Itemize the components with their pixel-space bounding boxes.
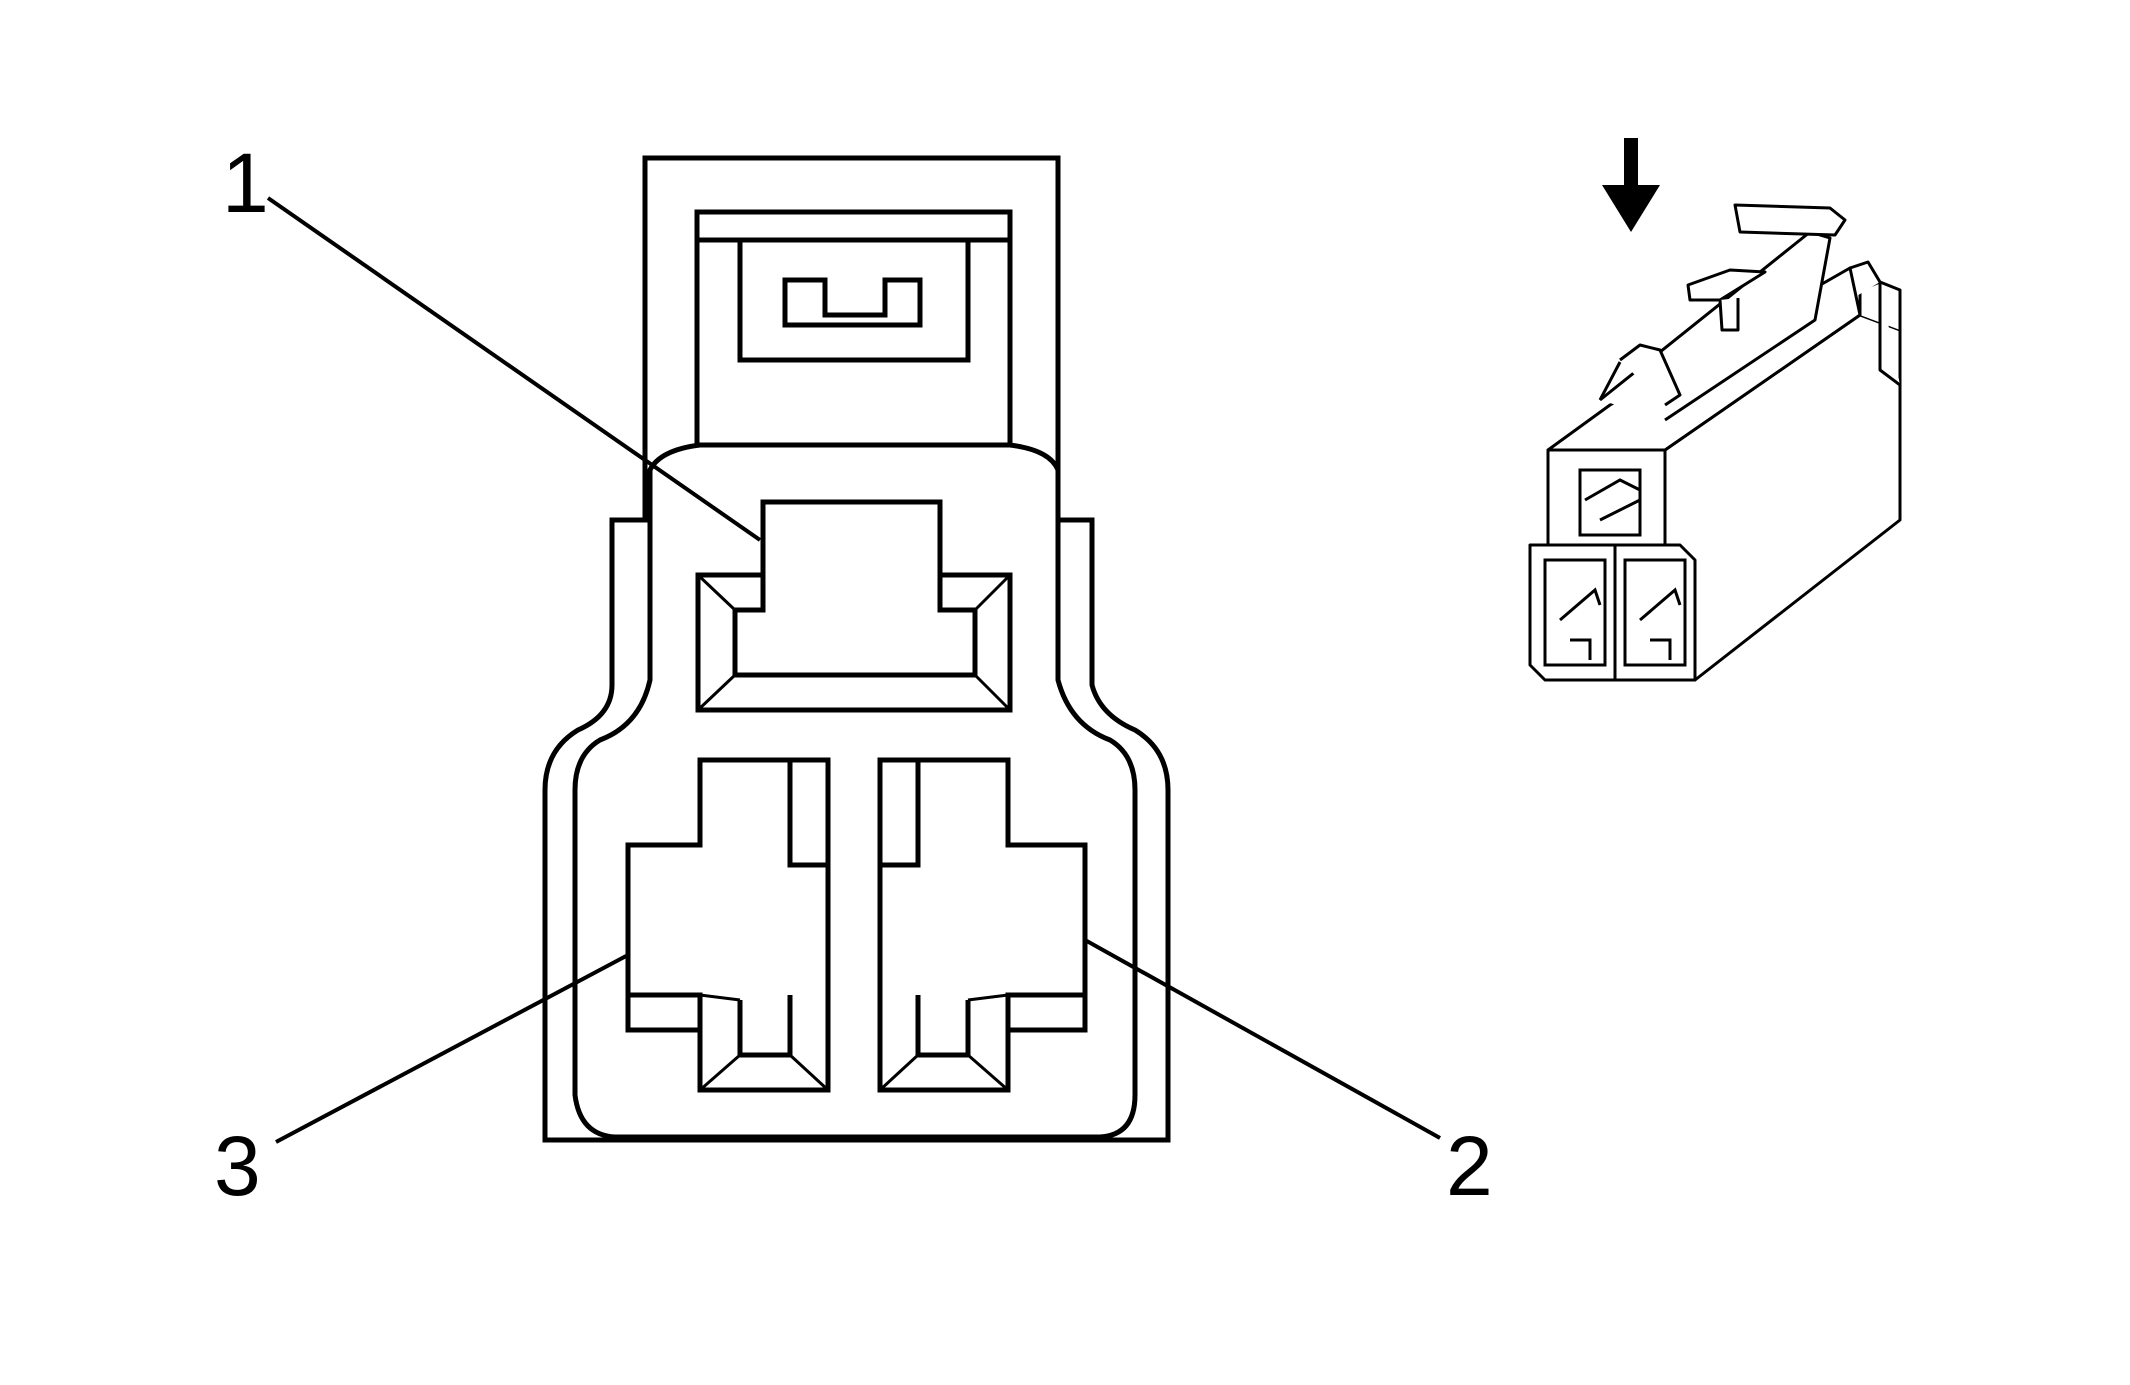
- connector-inner-body: [572, 442, 1138, 1140]
- connector-isometric-icon: [1528, 203, 1902, 682]
- terminal-cavity-3: [625, 757, 831, 1093]
- latch-frame: [694, 209, 1013, 448]
- callout-label-3: 3: [214, 1119, 261, 1213]
- leader-lines: [266, 196, 1441, 1144]
- latch-tab: [737, 240, 971, 363]
- connector-face-view: [542, 155, 1171, 1143]
- leader-line-3: [275, 953, 629, 1144]
- leader-line-2: [1084, 938, 1441, 1140]
- callout-label-2: 2: [1446, 1119, 1493, 1213]
- callout-label-1: 1: [222, 136, 269, 230]
- down-arrow-icon: [1602, 138, 1660, 232]
- terminal-cavity-1: [695, 499, 1013, 713]
- connector-housing-outline: [542, 155, 1171, 1143]
- leader-line-1: [266, 196, 762, 542]
- latch-notch: [782, 277, 923, 328]
- terminal-cavity-2: [877, 757, 1088, 1093]
